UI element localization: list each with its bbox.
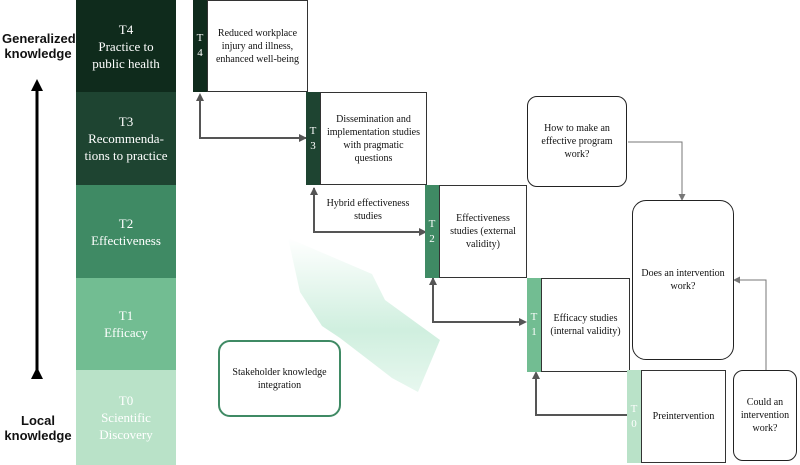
- step-t0-box: Preintervention: [641, 370, 726, 463]
- arrow-t1-t2: [432, 278, 527, 326]
- funnel-shape: [288, 238, 440, 392]
- step-t2-tab: T2: [425, 185, 439, 278]
- step-t4-box: Reduced workplace injury and illness, en…: [207, 0, 308, 92]
- stage-t2: T2 Effectiveness: [76, 185, 176, 278]
- axis-bottom-label: Local knowledge: [4, 413, 72, 443]
- axis-top-label: Generalized knowledge: [2, 31, 76, 61]
- stage-t2-code: T2: [118, 215, 134, 231]
- question-how-box: How to make an effective program work?: [527, 96, 627, 187]
- step-t4-tab-label: T4: [196, 32, 204, 59]
- step-t1-tab-label: T1: [530, 311, 538, 338]
- stage-t3: T3 Recommenda-tions to practice: [76, 92, 176, 185]
- step-t1-box: Efficacy studies (internal validity): [541, 278, 630, 372]
- arrow-could-to-does: [733, 276, 767, 370]
- stage-t0: T0 Scientific Discovery: [76, 370, 176, 465]
- stage-t1-code: T1: [118, 308, 134, 323]
- step-t2-tab-label: T2: [428, 217, 436, 245]
- arrow-how-to-does: [628, 141, 686, 201]
- step-t0-tab: T0: [627, 370, 641, 463]
- question-does-box: Does an intervention work?: [632, 200, 734, 360]
- step-t2-box: Effectiveness studies (external validity…: [439, 185, 527, 278]
- step-t3-tab-label: T3: [309, 124, 317, 152]
- step-t3-tab: T3: [306, 92, 320, 185]
- arrow-t3-t4: [196, 93, 306, 139]
- arrow-t0-t1: [532, 371, 628, 416]
- step-t0-tab-label: T0: [630, 402, 638, 430]
- step-t1-tab: T1: [527, 278, 541, 372]
- stage-t3-name: Recommenda-tions to practice: [84, 131, 168, 163]
- stage-t2-name: Effectiveness: [91, 232, 161, 248]
- step-t4-tab: T4: [193, 0, 207, 92]
- stage-t4: T4 Practice to public health: [76, 0, 176, 92]
- stage-t4-name: Practice to public health: [92, 38, 160, 71]
- stage-t1-name: Efficacy: [104, 325, 148, 340]
- hybrid-label: Hybrid effectiveness studies: [326, 198, 410, 222]
- stakeholder-box: Stakeholder knowledge integration: [218, 340, 341, 417]
- step-t3-box: Dissemination and implementation studies…: [320, 92, 427, 185]
- stage-t0-name: Scientific Discovery: [99, 410, 153, 442]
- stage-t3-code: T3: [118, 114, 134, 129]
- stage-t1: T1 Efficacy: [76, 278, 176, 370]
- question-could-box: Could an intervention work?: [733, 370, 797, 461]
- stage-t0-code: T0: [118, 393, 134, 408]
- stage-t4-code: T4: [118, 21, 134, 37]
